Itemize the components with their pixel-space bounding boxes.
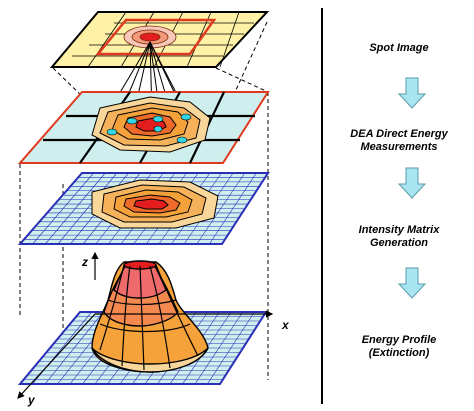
energy-profile-surface — [91, 260, 209, 373]
y-axis-label: y — [27, 393, 36, 407]
down-arrow-icon — [397, 77, 427, 109]
measurement-plane — [17, 91, 270, 164]
axes — [17, 251, 274, 399]
x-axis-label: x — [281, 318, 290, 332]
z-axis-label: z — [81, 255, 88, 269]
step-spot-image: Spot Image — [369, 42, 429, 54]
step-energy-profile: Energy Profile(Extinction) — [361, 334, 437, 359]
intensity-matrix-plane — [17, 172, 270, 245]
pipeline-arrows — [397, 77, 427, 299]
down-arrow-icon — [397, 167, 427, 199]
down-arrow-icon — [397, 267, 427, 299]
spot-image-plane — [49, 11, 270, 68]
